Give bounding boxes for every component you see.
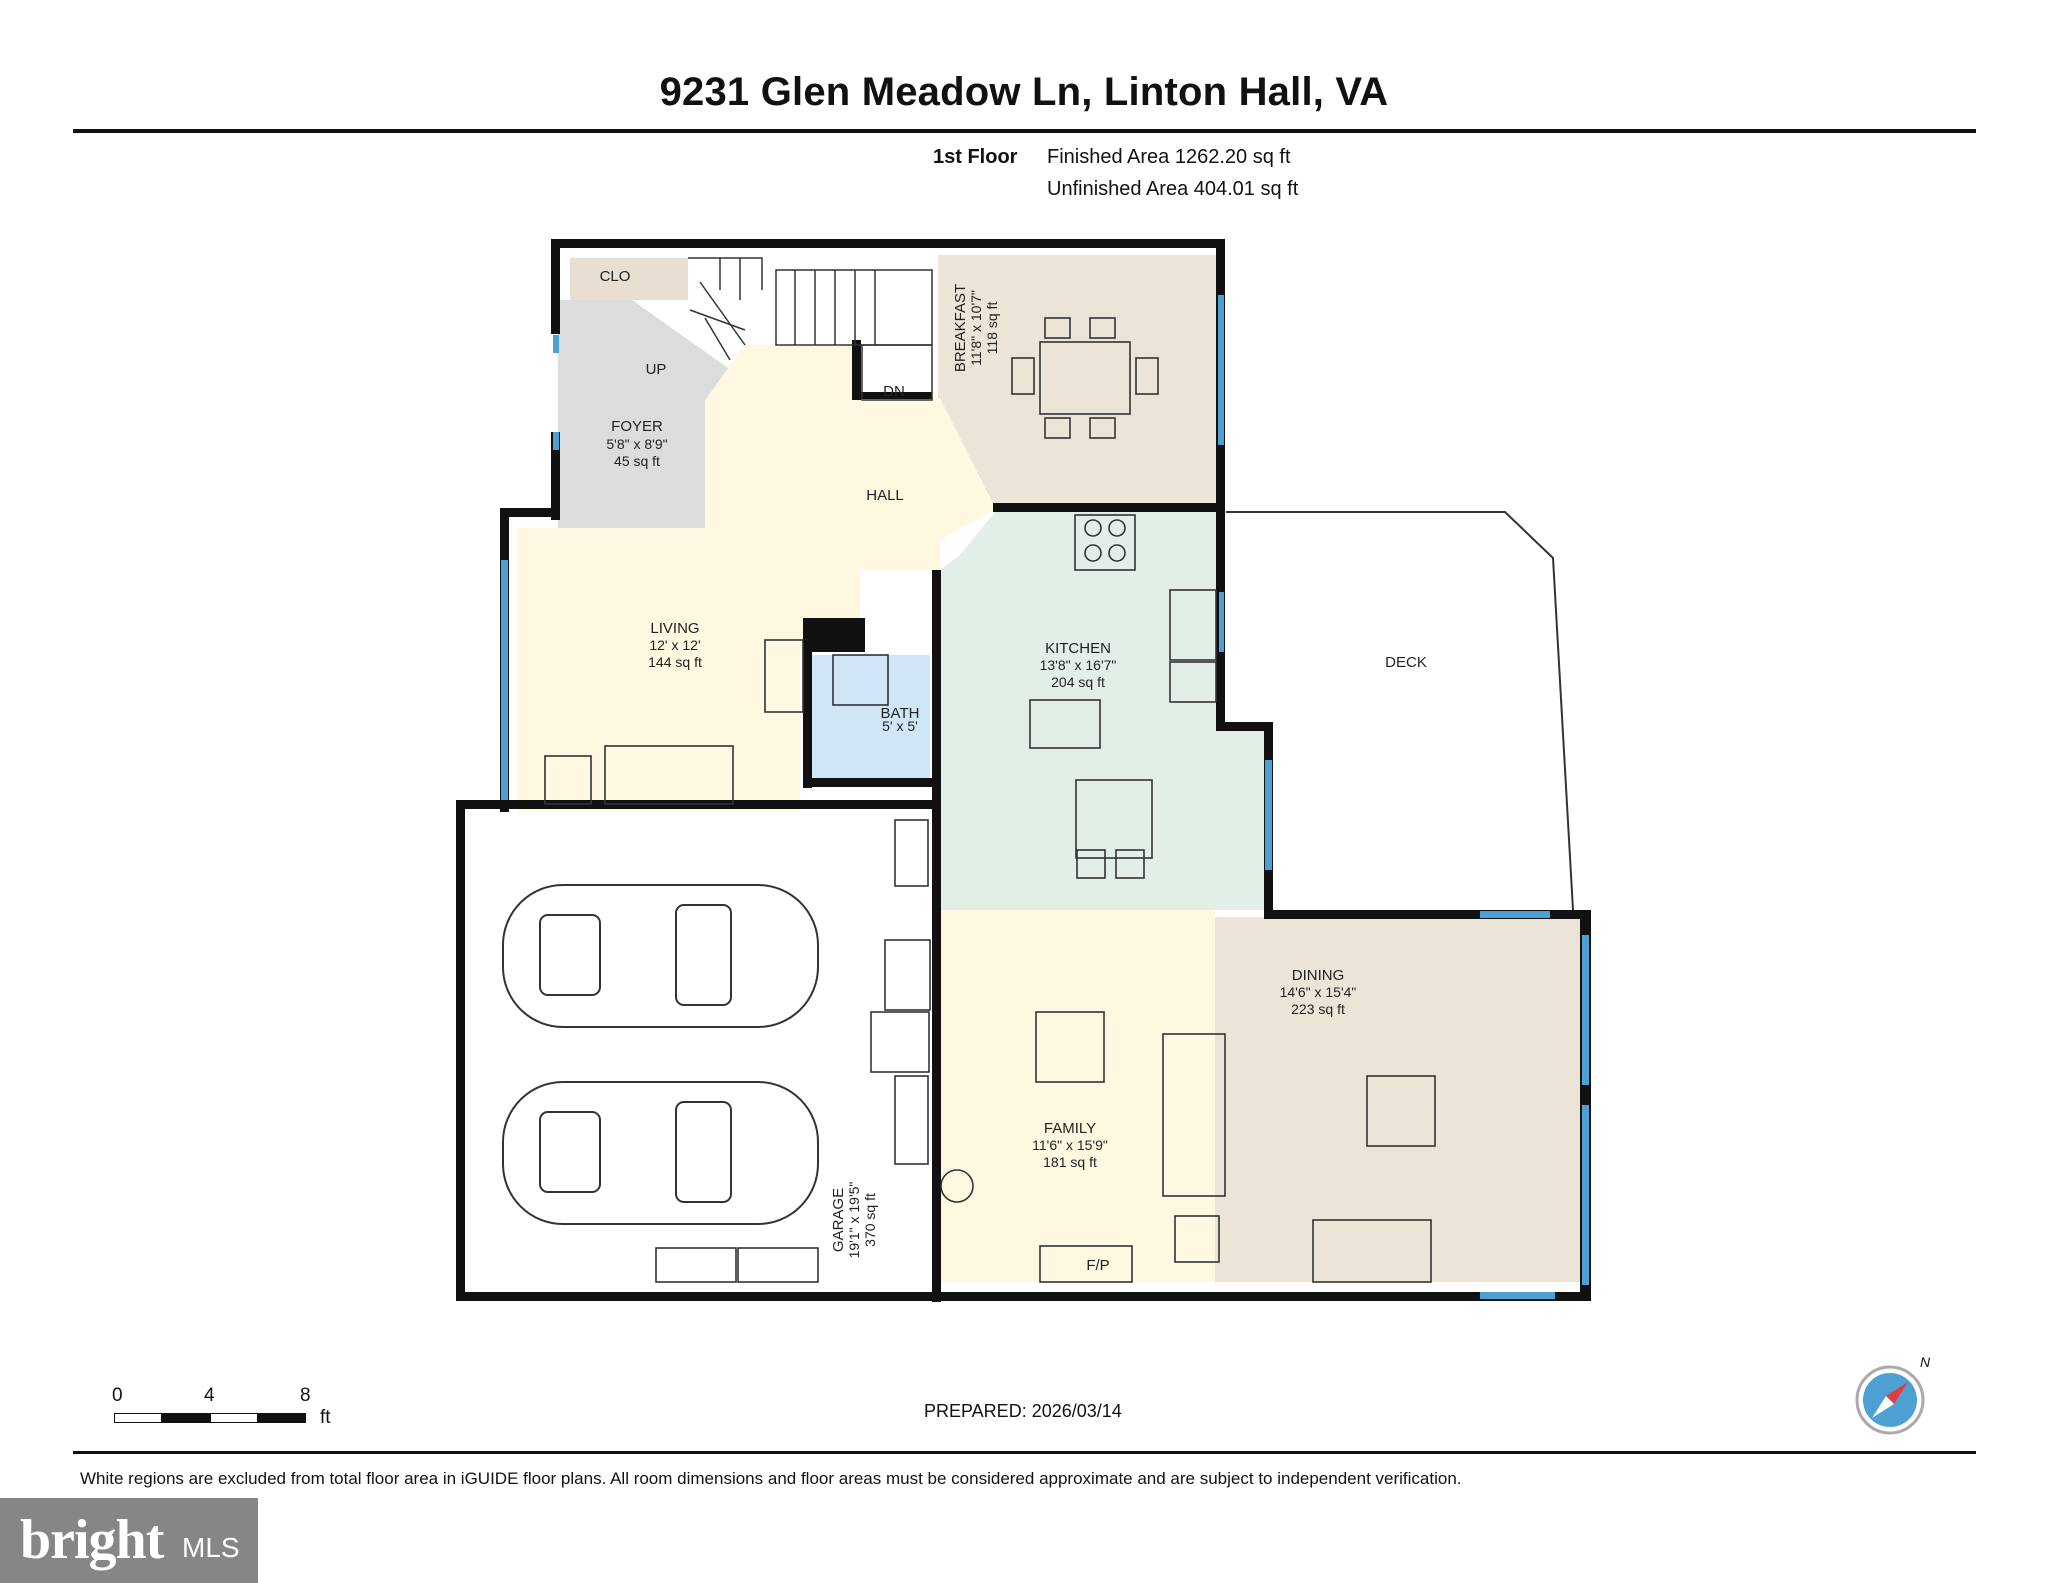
scale-bar: 0 4 8 ft (112, 1385, 352, 1445)
breakfast-name: BREAKFAST (952, 284, 969, 372)
deck-outline (1226, 511, 1574, 911)
family-area: 181 sq ft (1043, 1154, 1097, 1170)
dining-name: DINING (1292, 967, 1345, 984)
bright-mls-logo: bright MLS (0, 1498, 258, 1583)
floor-label: 1st Floor (933, 146, 1018, 168)
kitchen-area: 204 sq ft (1051, 674, 1105, 690)
living-dims: 12' x 12' (649, 637, 700, 653)
stairs-up (688, 257, 763, 361)
scale-unit: ft (320, 1407, 331, 1428)
logo-suffix: MLS (182, 1532, 240, 1563)
scale-tick-8: 8 (300, 1385, 311, 1406)
breakfast-area: 118 sq ft (984, 302, 1000, 355)
kitchen-dims: 13'8" x 16'7" (1040, 657, 1117, 673)
title-divider (73, 129, 1976, 133)
scale-segment (162, 1413, 210, 1423)
scale-segment (210, 1413, 258, 1423)
dining-fill (1215, 917, 1580, 1282)
finished-area: Finished Area 1262.20 sq ft (1047, 146, 1291, 168)
hall-fill (705, 345, 995, 650)
hall-dn-label: DN (883, 383, 905, 400)
unfinished-area: Unfinished Area 404.01 sq ft (1047, 178, 1299, 200)
compass-north-label: N (1920, 1355, 1930, 1370)
family-fill (940, 910, 1215, 1282)
living-name: LIVING (650, 620, 699, 637)
bath-fill (812, 655, 930, 780)
page-title: 9231 Glen Meadow Ln, Linton Hall, VA (659, 70, 1389, 114)
garage-area: 370 sq ft (862, 1193, 878, 1247)
footer-divider (73, 1451, 1976, 1454)
cars (502, 884, 819, 1225)
scale-segment (258, 1413, 306, 1423)
clo-fill (570, 258, 688, 300)
living-area: 144 sq ft (648, 654, 702, 670)
dining-dims: 14'6" x 15'4" (1280, 984, 1357, 1000)
garage-name: GARAGE (830, 1188, 847, 1252)
dining-area: 223 sq ft (1291, 1001, 1345, 1017)
logo-word: bright (20, 1509, 164, 1571)
kitchen-fill (940, 512, 1264, 910)
clo-label: CLO (600, 268, 631, 285)
breakfast-dims: 11'8" x 10'7" (968, 290, 984, 366)
bath-dims: 5' x 5' (882, 718, 918, 734)
garage-dims: 19'1" x 19'5" (846, 1182, 862, 1259)
prepared-date: PREPARED: 2026/03/14 (924, 1401, 1122, 1421)
fireplace-label: F/P (1086, 1257, 1109, 1274)
bath-name: BATH (881, 705, 920, 722)
foyer-dims: 5'8" x 8'9" (606, 436, 667, 452)
hall-label: HALL (866, 487, 904, 504)
scale-tick-0: 0 (112, 1385, 123, 1406)
scale-tick-4: 4 (204, 1385, 215, 1406)
deck-label: DECK (1385, 654, 1427, 671)
foyer-area: 45 sq ft (614, 453, 660, 469)
breakfast-fill (938, 255, 1218, 508)
disclaimer: White regions are excluded from total fl… (80, 1469, 1462, 1488)
stairs-down (775, 269, 933, 401)
kitchen-name: KITCHEN (1045, 640, 1111, 657)
family-name: FAMILY (1044, 1120, 1096, 1137)
family-dims: 11'6" x 15'9" (1032, 1137, 1108, 1153)
scale-segment (114, 1413, 162, 1423)
windows (501, 295, 1589, 1299)
foyer-up-label: UP (646, 361, 667, 378)
furniture (544, 317, 1436, 1283)
foyer-fill (558, 300, 745, 528)
living-fill (518, 528, 860, 812)
compass-icon: N (1855, 1355, 1930, 1435)
foyer-name: FOYER (611, 418, 663, 435)
